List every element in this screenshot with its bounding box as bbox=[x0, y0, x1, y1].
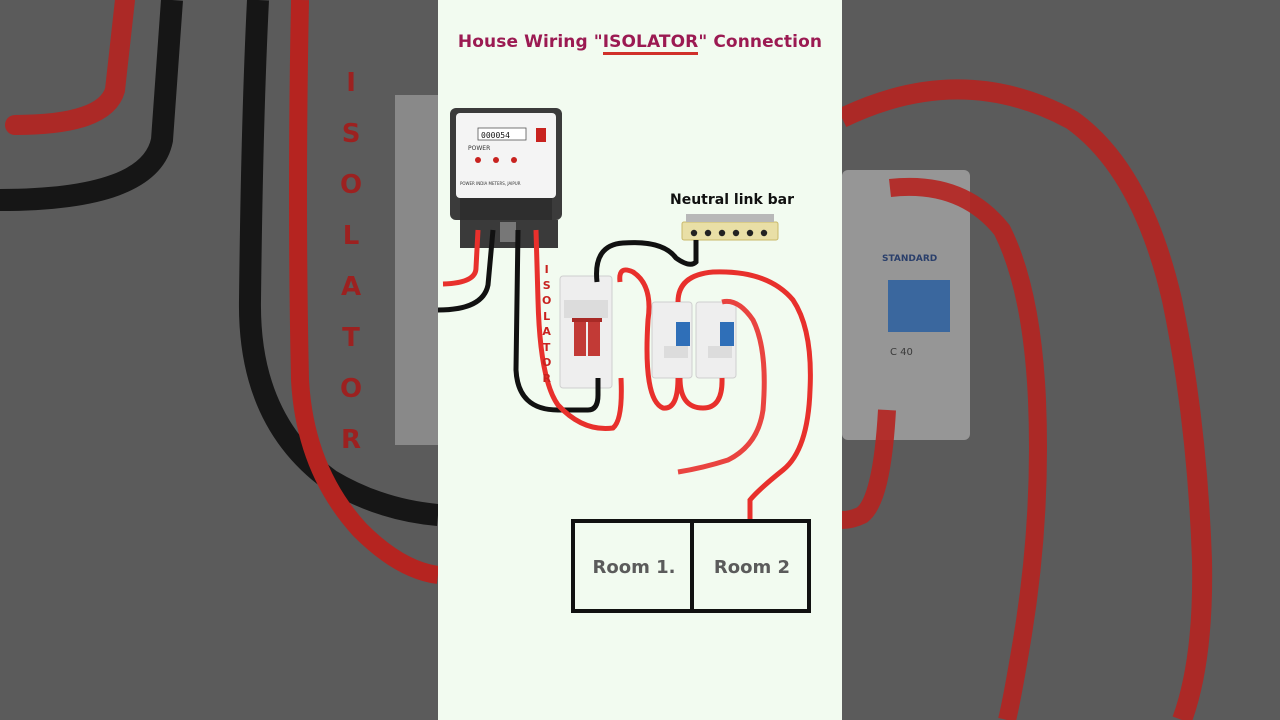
right-live-wire-outer bbox=[842, 79, 1213, 720]
incoming-neutral-wire bbox=[438, 229, 496, 313]
meter-logo bbox=[536, 128, 546, 142]
title-highlight: ISOLATOR bbox=[602, 32, 699, 55]
mcb1-to-room1-wire bbox=[677, 298, 767, 475]
mcb-jumper-wire bbox=[677, 377, 725, 411]
left-isolator-body bbox=[395, 95, 438, 445]
meter-digit-display bbox=[477, 127, 527, 141]
meter-brand: POWER bbox=[468, 145, 490, 152]
mcb-room2 bbox=[695, 301, 737, 379]
letter: T bbox=[342, 323, 360, 353]
letter: L bbox=[543, 309, 551, 323]
letter: S bbox=[341, 119, 361, 149]
right-mcb-toggle bbox=[888, 280, 950, 332]
energy-meter bbox=[450, 108, 562, 248]
letter: O bbox=[542, 294, 552, 307]
left-live-wire bbox=[5, 0, 135, 135]
left-isolator-vertical-text: I S O L A T O R bbox=[340, 58, 362, 466]
letter: L bbox=[342, 221, 360, 251]
letter: O bbox=[340, 170, 363, 200]
isolator-to-mcb-live-wire bbox=[617, 267, 681, 411]
right-background-panel: STANDARD C 40 bbox=[842, 0, 1280, 720]
meter-reading: 000054 bbox=[481, 131, 510, 140]
right-live-wire-bottom bbox=[842, 409, 896, 529]
right-background-wiring bbox=[842, 0, 1280, 720]
mcb-room1 bbox=[651, 301, 693, 379]
neutral-link-bar bbox=[681, 214, 779, 241]
isolator-to-neutral-bar-wire bbox=[594, 240, 699, 283]
letter: O bbox=[340, 374, 363, 404]
meter-to-isolator-neutral-wire bbox=[513, 229, 601, 413]
right-live-wire-inner bbox=[889, 177, 1047, 720]
right-mcb-brand: STANDARD bbox=[882, 254, 938, 264]
mcb2-to-room2-wire bbox=[675, 269, 813, 520]
meter-to-isolator-live-wire bbox=[533, 229, 624, 432]
letter: R bbox=[341, 425, 362, 455]
left-neutral-wire-top bbox=[0, 0, 183, 211]
letter: T bbox=[542, 340, 551, 354]
page-title: House Wiring "ISOLATOR" Connection bbox=[438, 32, 842, 55]
room2-label: Room 2 bbox=[713, 556, 791, 578]
meter-terminal-block bbox=[460, 198, 552, 220]
right-mcb-rating: C 40 bbox=[890, 347, 913, 358]
left-background-wiring bbox=[0, 0, 438, 720]
diagram-canvas: 000054 POWER POWER INDIA METERS, JAIPUR bbox=[438, 108, 813, 613]
meter-footer: POWER INDIA METERS, JAIPUR bbox=[460, 181, 521, 186]
neutral-link-bar-label: Neutral link bar bbox=[670, 192, 795, 208]
letter: O bbox=[542, 356, 552, 369]
incoming-live-wire bbox=[442, 229, 481, 287]
title-suffix: " Connection bbox=[698, 32, 823, 52]
letter: A bbox=[542, 325, 551, 338]
wiring-diagram: 000054 POWER POWER INDIA METERS, JAIPUR bbox=[438, 0, 842, 720]
isolator-vertical-label: I S O L A T O R bbox=[542, 262, 551, 386]
room1-label: Room 1. bbox=[592, 556, 676, 578]
letter: R bbox=[542, 371, 551, 385]
title-prefix: House Wiring " bbox=[457, 32, 603, 52]
letter: I bbox=[346, 68, 356, 98]
left-background-panel: I S O L A T O R bbox=[0, 0, 438, 720]
left-neutral-wire bbox=[238, 0, 438, 526]
isolator-switch bbox=[559, 275, 613, 389]
left-live-wire-2 bbox=[289, 0, 438, 584]
letter: I bbox=[544, 263, 549, 276]
letter: S bbox=[542, 278, 551, 292]
letter: A bbox=[340, 272, 362, 302]
